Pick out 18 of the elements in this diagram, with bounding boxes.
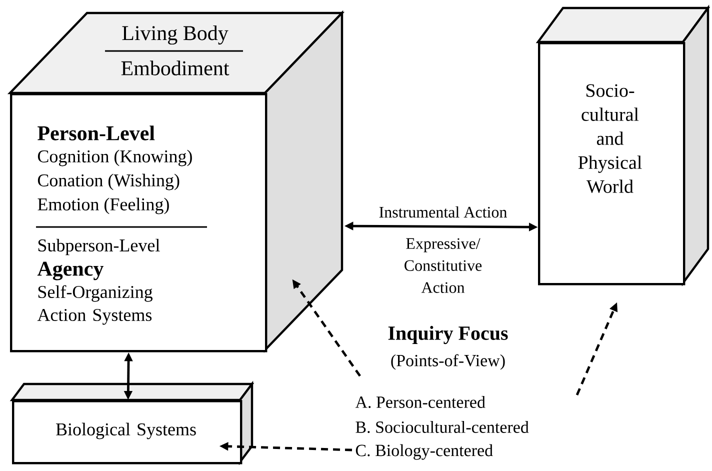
label-text: Embodiment (121, 60, 230, 76)
label-text: Person-Level (38, 126, 155, 140)
label-text: Subperson-Level (38, 238, 160, 256)
label-text: Self-Organizing Action Systems (37, 285, 153, 325)
label-text: C. Biology-centered (356, 444, 493, 460)
action-label: Expressive/ Constitutive Action (404, 238, 482, 293)
label-text: B. Sociocultural-centered (356, 420, 529, 433)
label-text: A. Person-centered (355, 396, 486, 408)
label-text: Cognition (Knowing) (38, 150, 192, 166)
label-text: Agency (37, 262, 104, 280)
label-text: Biological Systems (56, 422, 196, 440)
label-text: Conation (Wishing) (38, 174, 180, 190)
label-text: Living Body (122, 25, 228, 45)
label-text: (Points-of-View) (391, 354, 505, 370)
edge-label: Instrumental Action (379, 206, 507, 218)
label-text: Emotion (Feeling) (38, 198, 169, 214)
label-text: Socio- cultural and Physical World (578, 84, 642, 194)
label-text: Inquiry Focus (388, 326, 508, 344)
